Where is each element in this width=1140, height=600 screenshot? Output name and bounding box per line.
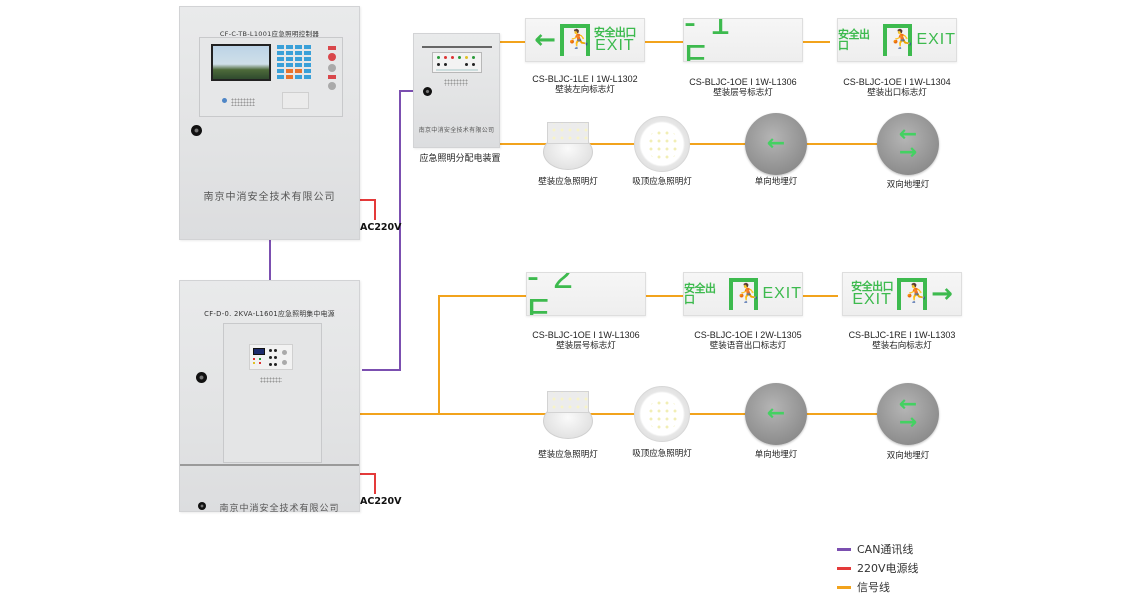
sign-floor-minus2: -2 F xyxy=(526,272,646,316)
right-arrow-icon: → xyxy=(931,279,953,309)
distribution-box-indicator-panel xyxy=(432,52,482,73)
distribution-box-label: 应急照明分配电装置 xyxy=(419,154,501,164)
power-supply-lock-icon xyxy=(196,372,207,383)
sign-right-exit-label: CS-BLJC-1RE I 1W-L1303 壁装右向标志灯 xyxy=(848,330,956,351)
left-arrow-icon: ← xyxy=(766,401,786,426)
ceiling-emergency-lamp-label: 吸顶应急照明灯 xyxy=(632,449,692,459)
central-power-supply: CF-D-0. 2KVA-L1601应急照明集中电源 南京中消安全技术有限公司 xyxy=(179,280,360,514)
legend-swatch-signal xyxy=(837,585,851,589)
power-supply-speaker xyxy=(260,377,282,383)
power-supply-company: 南京中消安全技术有限公司 xyxy=(219,504,340,514)
running-man-icon: ⛹ xyxy=(729,278,760,310)
sign-right-exit: 安全出口 EXIT ⛹ → xyxy=(842,272,962,316)
power-supply-title: CF-D-0. 2KVA-L1601应急照明集中电源 xyxy=(204,310,335,318)
sign-left-exit-label: CS-BLJC-1LE I 1W-L1302 壁装左向标志灯 xyxy=(532,74,638,95)
power-line-supply-drop xyxy=(374,473,376,494)
left-arrow-icon: ← xyxy=(898,122,918,147)
legend-item-can: CAN通讯线 xyxy=(837,541,913,557)
sign-floor-minus1: -1 F xyxy=(683,18,803,62)
power-line-supply xyxy=(360,473,376,475)
distribution-box-company: 南京中消安全技术有限公司 xyxy=(418,127,495,134)
right-arrow-icon: → xyxy=(898,140,918,165)
sign-exit-label: CS-BLJC-1OE I 1W-L1304 壁装出口标志灯 xyxy=(843,77,951,98)
wall-emergency-lamp-label: 壁装应急照明灯 xyxy=(538,450,598,460)
power-supply-divider xyxy=(180,464,359,466)
sign-voice-exit-label: CS-BLJC-1OE I 2W-L1305 壁装语音出口标志灯 xyxy=(694,330,802,351)
distribution-box-title-strip xyxy=(422,46,492,48)
single-direction-floor-lamp: ← xyxy=(745,383,807,445)
signal-line-row1-lamps xyxy=(500,143,900,145)
controller-printer xyxy=(282,92,309,109)
distribution-box-lock-icon xyxy=(423,87,432,96)
wall-emergency-lamp xyxy=(541,118,595,170)
emergency-lighting-controller: CF-C-TB-L1001应急照明控制器 南京中消安全技术有限公司 xyxy=(179,6,360,240)
distribution-box: 南京中消安全技术有限公司 xyxy=(413,33,500,148)
signal-line-branch-vertical xyxy=(438,295,440,415)
ceiling-emergency-lamp xyxy=(634,386,690,442)
power-supply-lower-lock-icon xyxy=(198,502,206,510)
power-supply-door xyxy=(223,323,322,463)
can-line-power-to-distribution xyxy=(362,369,401,371)
controller-company: 南京中消安全技术有限公司 xyxy=(203,192,336,203)
ceiling-emergency-lamp-label: 吸顶应急照明灯 xyxy=(632,177,692,187)
bidirectional-floor-lamp: ← → xyxy=(877,113,939,175)
controller-keypad xyxy=(277,45,311,79)
controller-speaker xyxy=(231,98,255,106)
controller-lcd-screen xyxy=(211,44,271,81)
controller-front-panel xyxy=(199,37,343,117)
left-arrow-icon: ← xyxy=(898,392,918,417)
running-man-icon: ⛹ xyxy=(897,278,928,310)
left-arrow-icon: ← xyxy=(534,25,556,55)
sign-exit: 安全出口 ⛹ EXIT xyxy=(837,18,957,62)
sign-floor-minus1-label: CS-BLJC-1OE I 1W-L1306 壁装层号标志灯 xyxy=(689,77,797,98)
can-line-to-box xyxy=(399,90,413,92)
power-supply-lcd xyxy=(253,348,265,355)
ac220v-label-bottom: AC220V xyxy=(360,496,402,507)
can-line-controller-to-power xyxy=(269,240,271,280)
right-arrow-icon: → xyxy=(898,410,918,435)
can-line-vertical xyxy=(399,90,401,371)
sign-left-exit: ← ⛹ 安全出口 EXIT xyxy=(525,18,645,62)
ac220v-label-top: AC220V xyxy=(360,222,402,233)
left-arrow-icon: ← xyxy=(766,131,786,156)
wall-emergency-lamp-label: 壁装应急照明灯 xyxy=(538,177,598,187)
signal-line-row1-signs xyxy=(500,41,830,43)
power-line-controller xyxy=(359,199,375,201)
bidirectional-floor-lamp-label: 双向地埋灯 xyxy=(886,451,930,461)
sign-floor-minus2-label: CS-BLJC-1OE I 1W-L1306 壁装层号标志灯 xyxy=(532,330,640,351)
wall-emergency-lamp xyxy=(541,387,595,439)
legend-item-signal: 信号线 xyxy=(837,579,890,595)
single-direction-floor-lamp: ← xyxy=(745,113,807,175)
ceiling-emergency-lamp xyxy=(634,116,690,172)
sign-voice-exit: 安全出口 ⛹ EXIT xyxy=(683,272,803,316)
controller-title: CF-C-TB-L1001应急照明控制器 xyxy=(219,30,320,38)
controller-indicator-buttons xyxy=(326,46,338,90)
legend-swatch-power xyxy=(837,566,851,570)
power-supply-control-panel xyxy=(249,344,293,370)
legend-swatch-can xyxy=(837,547,851,551)
distribution-box-speaker xyxy=(444,79,468,86)
power-line-controller-drop xyxy=(374,199,376,220)
running-man-icon: ⛹ xyxy=(883,24,914,56)
running-man-icon: ⛹ xyxy=(559,24,590,56)
single-direction-floor-lamp-label: 单向地埋灯 xyxy=(754,177,798,187)
controller-lock-icon xyxy=(191,125,202,136)
single-direction-floor-lamp-label: 单向地埋灯 xyxy=(754,450,798,460)
bidirectional-floor-lamp-label: 双向地埋灯 xyxy=(886,180,930,190)
bidirectional-floor-lamp: ← → xyxy=(877,383,939,445)
controller-logo-icon xyxy=(222,98,227,103)
legend-item-power: 220V电源线 xyxy=(837,560,919,576)
